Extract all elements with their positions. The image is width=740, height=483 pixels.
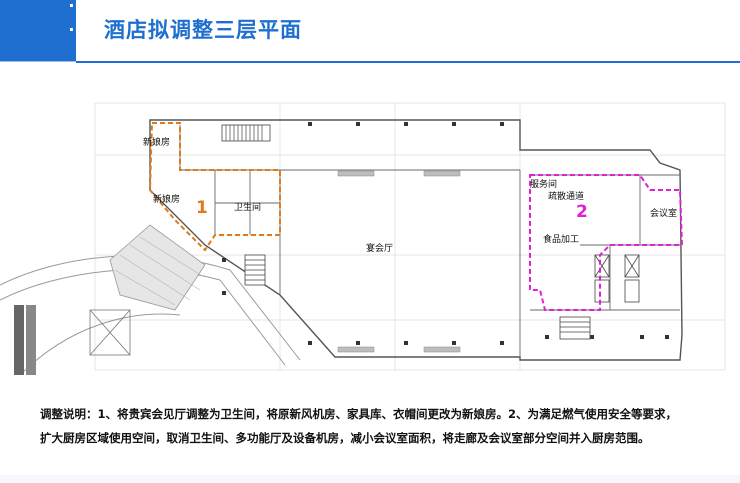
- header-rule: [76, 61, 740, 63]
- structural-columns: [222, 122, 669, 345]
- bride-room-label-2: 新娘房: [153, 193, 180, 205]
- header-rule-left: [0, 61, 76, 62]
- floor-plan: 新娘房 新娘房 卫生间 宴会厅 服务间 疏散通道 会议室 食品加工 1 2: [0, 102, 726, 376]
- zone-1-boundary: [148, 122, 281, 252]
- zone-2-boundary: [529, 174, 684, 311]
- adjustment-note: 调整说明：1、将贵宾会见厅调整为卫生间，将原新风机房、家具库、衣帽间更改为新娘房…: [40, 402, 730, 450]
- plan-grid: [94, 102, 726, 371]
- header-accent-block: [0, 0, 76, 62]
- bride-room-label-1: 新娘房: [143, 136, 170, 148]
- banquet-hall-label: 宴会厅: [366, 242, 393, 254]
- zone-2-marker: 2: [576, 202, 588, 222]
- evacuation-passage-label: 疏散通道: [548, 190, 584, 202]
- stair-middle-left: [244, 254, 266, 286]
- lower-left-structure: [89, 309, 131, 356]
- note-line-1: 调整说明：1、将贵宾会见厅调整为卫生间，将原新风机房、家具库、衣帽间更改为新娘房…: [40, 407, 677, 421]
- footer-strip: [0, 475, 740, 483]
- elevator-shafts: [594, 254, 640, 303]
- building-outline: [149, 119, 683, 361]
- service-room-label: 服务间: [530, 178, 557, 190]
- hatched-ramp: [109, 224, 206, 311]
- interior-walls: [179, 125, 680, 357]
- stair-lower-right: [559, 316, 591, 340]
- food-processing-label: 食品加工: [543, 233, 579, 245]
- zone-1-marker: 1: [196, 198, 208, 218]
- page-title: 酒店拟调整三层平面: [104, 18, 302, 42]
- meeting-room-label: 会议室: [650, 207, 677, 219]
- ceiling-fixtures: [337, 170, 461, 353]
- stair-upper-left: [221, 124, 271, 142]
- corner-dot: [70, 4, 73, 7]
- note-line-2: 扩大厨房区域使用空间，取消卫生间、多功能厅及设备机房，减小会议室面积，将走廊及会…: [40, 431, 650, 445]
- restroom-label: 卫生间: [234, 201, 261, 213]
- corner-dot: [70, 28, 73, 31]
- escalators: [14, 305, 36, 375]
